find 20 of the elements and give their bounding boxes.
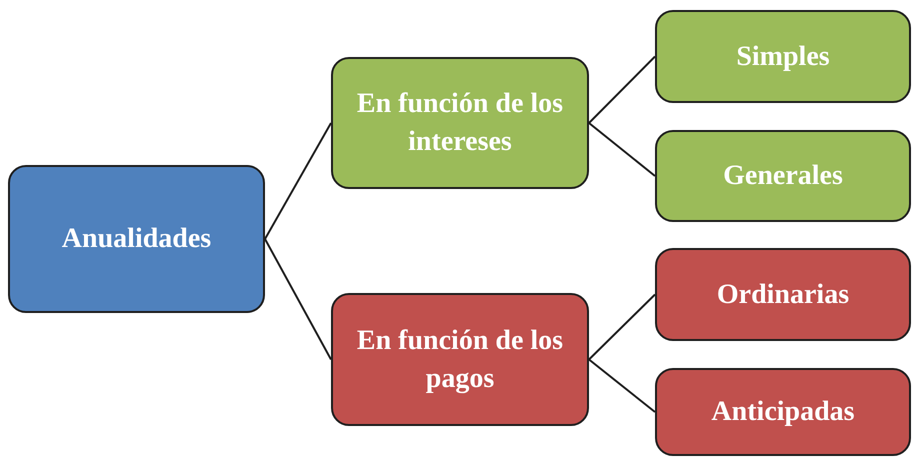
- connector-line: [264, 122, 332, 240]
- box-label: Simples: [736, 40, 830, 74]
- box-label: Anticipadas: [711, 395, 855, 430]
- box-label: En función de los pagos: [356, 324, 564, 396]
- box-label: Ordinarias: [716, 278, 850, 312]
- connector-line: [588, 294, 656, 360]
- connector-line: [264, 238, 332, 360]
- box-label: Generales: [723, 159, 843, 194]
- box-label: Anualidades: [62, 222, 212, 256]
- rounded-box: [331, 293, 589, 426]
- box-label: En función de los intereses: [356, 87, 564, 159]
- rounded-box: [655, 10, 911, 103]
- connector-line: [588, 358, 656, 413]
- connector-line: [588, 122, 656, 177]
- rounded-box: [8, 165, 265, 313]
- rounded-box: [655, 248, 911, 341]
- rounded-box: [655, 368, 911, 456]
- rounded-box: [331, 57, 589, 189]
- connector-line: [588, 56, 656, 124]
- rounded-box: [655, 130, 911, 222]
